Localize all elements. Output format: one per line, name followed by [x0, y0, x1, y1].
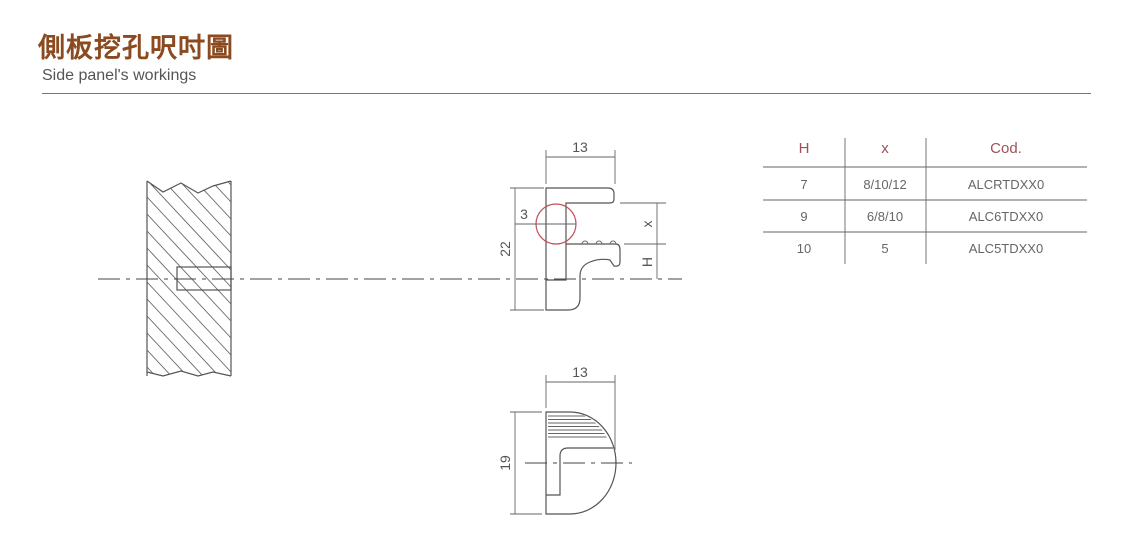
hatch-line	[147, 384, 231, 474]
table-row: 9 6/8/10 ALC6TDXX0	[800, 209, 1043, 224]
spec-table: H x Cod. 7 8/10/12 ALCRTDXX0 9 6/8/10 ALC6TDX…	[763, 138, 1087, 264]
divider	[42, 93, 1091, 94]
table-cell: ALC5TDXX0	[969, 241, 1043, 256]
table-cell: 9	[800, 209, 807, 224]
hatch-line	[147, 181, 231, 254]
bracket-bottom-view: 13 19	[497, 364, 632, 515]
hatch-line	[147, 196, 231, 288]
bottom-dim-width-label: 13	[572, 364, 588, 380]
hatch-line	[147, 435, 231, 525]
dim-h-label: H	[639, 257, 655, 267]
table-cell: 10	[797, 241, 811, 256]
hatch-line	[147, 332, 231, 376]
hatch-line	[147, 181, 231, 271]
hatch-line	[147, 230, 231, 322]
hatch-line	[147, 349, 231, 376]
table-cell: 7	[800, 177, 807, 192]
hatch-line	[147, 401, 231, 491]
dim-hole-label: 3	[520, 206, 528, 222]
dim-x-label: x	[639, 221, 655, 228]
table-cell: 5	[881, 241, 888, 256]
hatch-line	[147, 213, 231, 305]
table-cell: ALCRTDXX0	[968, 177, 1044, 192]
hatch-line	[147, 181, 231, 186]
hatch-line	[147, 315, 231, 376]
table-header-x: x	[881, 140, 889, 157]
hatch-line	[147, 181, 231, 203]
hatch-line	[147, 78, 231, 168]
hatch-line	[147, 181, 231, 237]
hatch-line	[147, 418, 231, 508]
table-cell: 8/10/12	[863, 177, 906, 192]
hatch-line	[147, 181, 231, 220]
table-header-cod: Cod.	[990, 140, 1022, 157]
bottom-dim-height-label: 19	[497, 455, 513, 471]
table-cell: ALC6TDXX0	[969, 209, 1043, 224]
table-header-h: H	[799, 140, 810, 157]
page-subtitle: Side panel's workings	[42, 67, 197, 84]
bracket-side-view: 13 22 3 x H	[497, 139, 666, 311]
hatch-line	[147, 61, 231, 151]
hatch-line	[147, 281, 231, 373]
dim-height-label: 22	[497, 241, 513, 257]
hatch-line	[147, 366, 231, 376]
page-title: 側板挖孔呎吋圖	[38, 33, 234, 64]
table-row: 7 8/10/12 ALCRTDXX0	[800, 177, 1044, 192]
dim-width-label: 13	[572, 139, 588, 155]
table-row: 10 5 ALC5TDXX0	[797, 241, 1043, 256]
side-panel-section	[146, 61, 232, 525]
hatch-line	[147, 247, 231, 339]
hatch-line	[147, 264, 231, 356]
table-cell: 6/8/10	[867, 209, 903, 224]
